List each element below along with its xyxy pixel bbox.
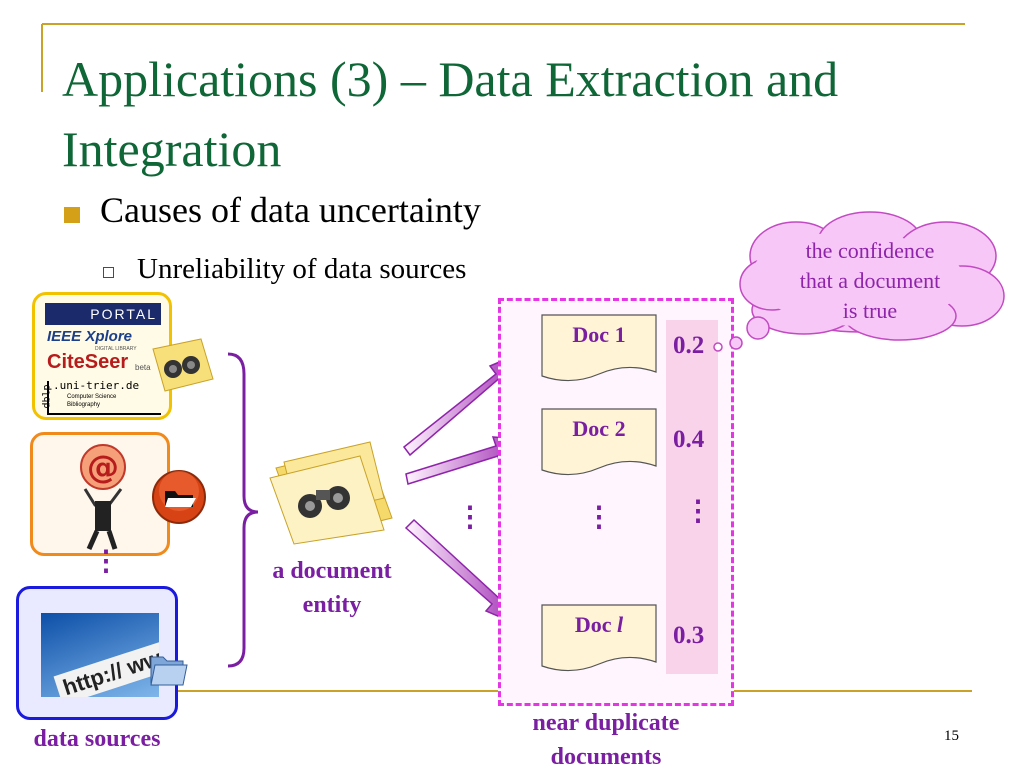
source-box-digital-libraries: PORTAL IEEE Xplore DIGITAL LIBRARY CiteS… [32,292,214,420]
at-sign-text: @ [87,448,119,486]
binoculars-folder-icon [152,338,214,392]
folder-icon [150,656,188,686]
doc-label: Doc l [574,612,624,637]
bullet-causes: Causes of data uncertainty [100,190,481,230]
dblp-desc-1: Computer Science [67,394,117,400]
doc-shape [541,604,657,672]
doc-shape [541,314,657,382]
cloud-text: the confidence that a document is true [770,236,970,326]
page-number: 15 [944,728,959,744]
bullet-unreliability: Unreliability of data sources [137,253,467,285]
person-holding-at-icon: @ [80,444,126,551]
score-column [666,320,718,674]
data-sources-label: data sources [33,726,161,752]
hollow-square-bullet-icon [103,267,114,278]
near-duplicate-label-line2: documents [550,744,662,770]
citeseer-logo: CiteSeer [47,351,129,373]
dblp-desc-2: Bibliography [67,402,101,408]
cloud-text-line1: the confidence [805,238,935,263]
curly-brace [227,352,259,668]
document-entity-label: a document entity [246,554,418,622]
docs-ellipsis: ⋮ [585,504,613,532]
source-box-web: http:// www [16,586,188,720]
doc-score-2: 0.4 [673,426,705,453]
doc-score-1: 0.2 [673,332,705,359]
arrows-ellipsis: ⋮ [456,502,484,533]
citeseer-beta: beta [135,363,151,372]
ieee-subtitle: DIGITAL LIBRARY [95,346,137,352]
near-duplicate-label-line1: near duplicate [532,710,680,736]
dblp-logo: dblp .uni-trier.de Computer Science Bibl… [42,379,161,415]
document-entity-icon [269,441,393,545]
ieee-xplore-logo: IEEE Xplore [47,328,133,345]
doc-card-l: Doc l [541,604,657,672]
portal-logo: PORTAL [45,303,161,325]
folder-open-button-icon [152,470,206,524]
thought-cloud [713,211,1005,352]
browser-url-image: http:// www [41,613,159,697]
square-bullet-icon [64,207,80,223]
doc-score-l: 0.3 [673,622,705,649]
near-duplicate-label: near duplicate documents [490,706,722,774]
cloud-text-line2: that a document [799,268,941,293]
doc-shape [541,408,657,476]
doc-card-2: Doc 2 [541,408,657,476]
scores-ellipsis: ⋮ [684,498,712,526]
cloud-text-line3: is true [842,298,898,323]
slide-title: Applications (3) – Data Extraction and I… [62,51,839,177]
document-entity-label-line2: entity [302,592,362,618]
source-box-email: @ [30,432,206,556]
document-entity-label-line1: a document [272,558,392,584]
doc-label: Doc 1 [572,322,626,347]
doc-card-1: Doc 1 [541,314,657,382]
dblp-url: .uni-trier.de [53,379,140,392]
doc-label: Doc 2 [572,416,626,441]
